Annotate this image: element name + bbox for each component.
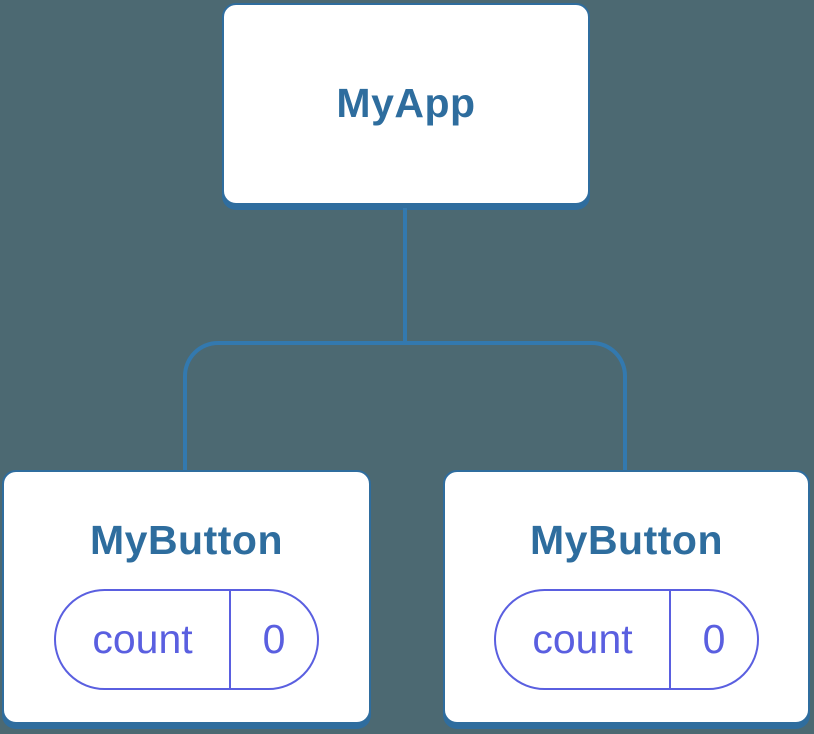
state-pill: count 0 — [494, 589, 759, 691]
branch-bracket-connector — [183, 341, 627, 470]
child-component-label: MyButton — [89, 517, 283, 563]
state-pill-divider — [229, 591, 231, 689]
state-value-label: 0 — [702, 616, 726, 663]
root-component-label: MyApp — [336, 80, 476, 127]
state-pill-divider — [669, 591, 671, 689]
root-component-node: MyApp — [222, 3, 590, 205]
state-pill: count 0 — [54, 589, 319, 691]
child-component-node-left: MyButton count 0 — [2, 470, 371, 724]
state-value-label: 0 — [262, 616, 286, 663]
state-key-label: count — [92, 616, 193, 663]
trunk-connector-line — [403, 208, 407, 345]
child-component-label: MyButton — [529, 517, 723, 563]
state-key-label: count — [532, 616, 633, 663]
child-component-node-right: MyButton count 0 — [443, 470, 810, 724]
